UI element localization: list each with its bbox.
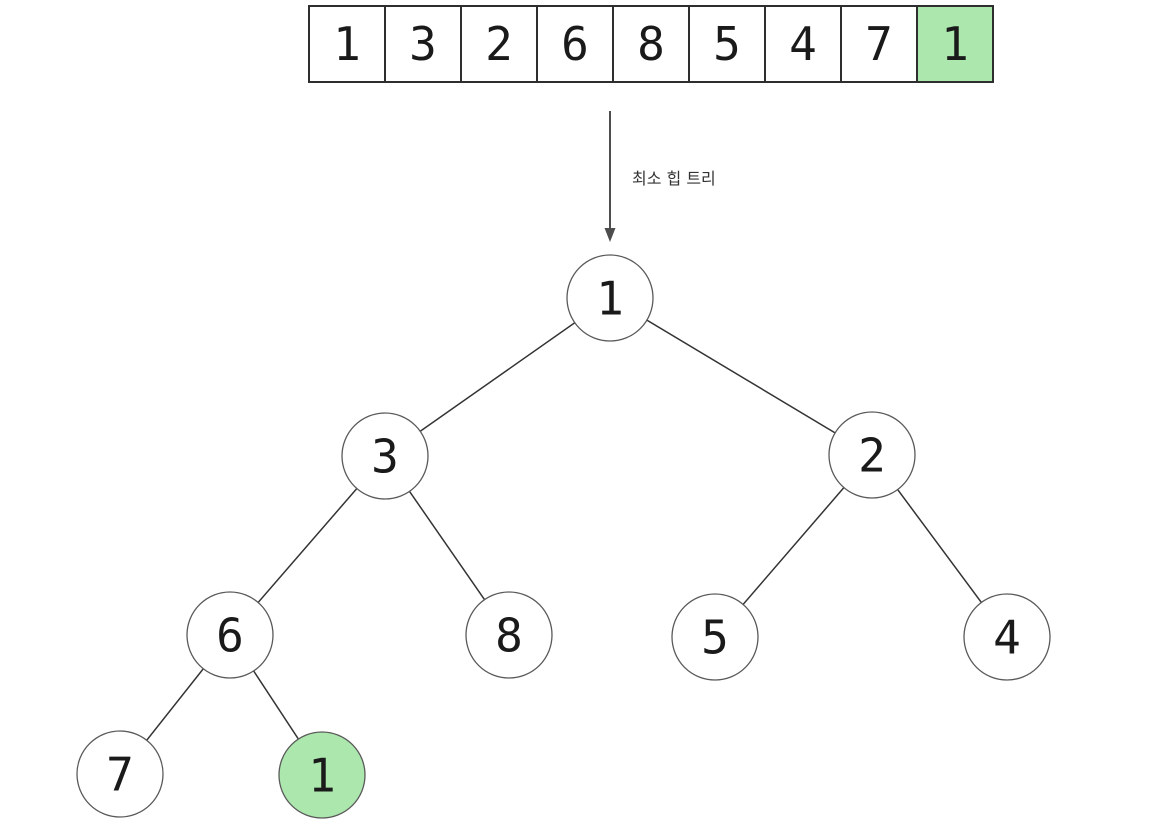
array-cell: 8 (612, 5, 690, 83)
tree-node-highlighted-1: 1 (278, 731, 366, 819)
tree-node-1: 1 (566, 254, 654, 342)
tree-node-value: 1 (308, 749, 336, 803)
tree-node-circle (186, 591, 274, 679)
tree-node-6: 6 (186, 591, 274, 679)
array-cell: 6 (536, 5, 614, 83)
tree-node-circle (465, 591, 553, 679)
tree-node-circle (76, 730, 164, 818)
array-cell: 1 (308, 5, 386, 83)
tree-node-circle (341, 412, 429, 500)
tree-node-5: 5 (671, 593, 759, 681)
tree-node-4: 4 (963, 593, 1051, 681)
tree-node-value: 4 (993, 611, 1021, 665)
tree-node-8: 8 (465, 591, 553, 679)
tree-node-3: 3 (341, 412, 429, 500)
tree-edge (384, 297, 611, 457)
tree-node-circle (278, 731, 366, 819)
down-arrow-head-icon (604, 228, 616, 242)
tree-node-value: 1 (596, 272, 624, 326)
tree-node-value: 7 (106, 748, 134, 802)
array-cell: 7 (840, 5, 918, 83)
tree-node-value: 2 (858, 429, 886, 483)
tree-node-value: 6 (216, 609, 244, 663)
arrow-label: 최소 힙 트리 (632, 169, 716, 188)
tree-node-circle (828, 411, 916, 499)
tree-node-circle (963, 593, 1051, 681)
tree-node-value: 3 (371, 430, 399, 484)
tree-edge (609, 297, 873, 456)
array-cell-highlighted: 1 (916, 5, 994, 83)
tree-node-value: 5 (701, 611, 729, 665)
tree-node-7: 7 (76, 730, 164, 818)
array-cell: 3 (384, 5, 462, 83)
array-cell: 5 (688, 5, 766, 83)
tree-node-2: 2 (828, 411, 916, 499)
tree-node-value: 8 (495, 609, 523, 663)
tree-node-circle (566, 254, 654, 342)
array-cell: 4 (764, 5, 842, 83)
tree-node-circle (671, 593, 759, 681)
